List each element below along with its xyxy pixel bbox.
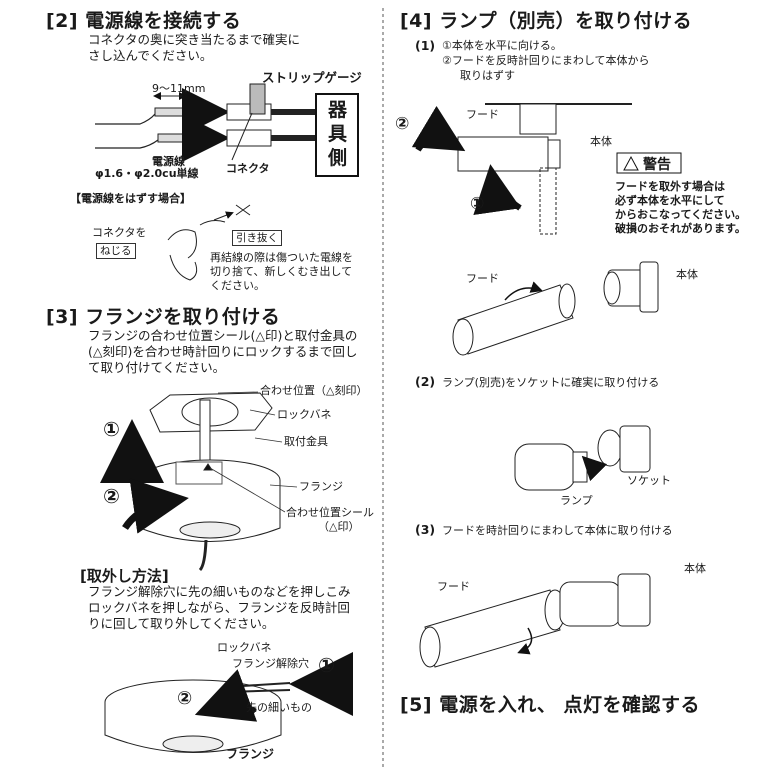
body-label-1: 本体 [590,135,612,148]
flange-label: フランジ [299,480,343,493]
step-1-text-a: ①本体を水平に向ける。 [442,39,562,52]
pull-label: 引き抜く [232,230,282,246]
warning-line-1: フードを取外す場合は [615,180,725,193]
section-3-desc-line-2: (△刻印)を合わせ時計回りにロックするまで回し [88,344,358,359]
hood-label-2: フード [466,272,499,285]
step-2-marker: ② [103,484,120,508]
section-3-title: [3] フランジを取り付ける [46,306,281,328]
flange-drawing [139,392,281,572]
body-label-3: 本体 [684,562,706,575]
twist-label: ねじる [96,243,136,259]
release-hole-label: フランジ解除穴 [232,657,309,670]
section-2-title: [2] 電源線を接続する [46,10,242,32]
arrow-1 [473,164,522,216]
section-3-desc-line-1: フランジの合わせ位置シール(△印)と取付金具の [88,328,358,343]
ccw-arrow [194,669,258,722]
remove-wire-title: 【電源線をはずす場合】 [70,192,191,205]
connector-label: コネクタ [226,162,270,175]
reconnect-note-3: ください。 [210,279,265,292]
remove-connector-label: コネクタを [92,226,147,239]
removal-desc-line-3: りに回して取り外してください。 [88,616,275,631]
turn-arrow [122,478,189,534]
fixture-drawing [457,103,632,235]
step-1-number: (1) [415,38,436,53]
step-1-marker: ① [103,417,120,441]
align-seal-label: 合わせ位置シール [286,506,374,519]
step-3-number: (3) [415,522,436,537]
wire-connector-drawing [95,83,359,177]
lamp-socket-drawing [514,425,651,491]
fixture-step-2-marker: ② [395,114,410,134]
section-4-title: [4] ランプ（別売）を取り付ける [400,10,693,32]
step-2-number: (2) [415,374,436,389]
section-5-title: [5] 電源を入れ、 点灯を確認する [400,694,701,716]
reconnect-note-1: 再結線の際は傷ついた電線を [210,251,353,264]
reconnect-note-2: 切り捨て、新しくむき出して [210,265,353,278]
align-position-label: 合わせ位置（△刻印） [260,384,368,397]
wire-label: 電源線 [152,155,185,168]
device-side-2: 具 [328,123,348,145]
removal-flange-label: フランジ [226,747,275,761]
warning-title: 警告 [643,157,671,173]
removal-lock-spring-label: ロックバネ [217,641,272,654]
fixture-step-1-marker: ① [470,194,485,214]
lamp-label: ランプ [560,494,593,507]
step-1-text-b-2: 取りはずす [460,69,515,82]
align-seal-mark-label: （△印） [318,520,360,533]
warning-line-3: からおこなってください。 [615,208,747,221]
strip-length-label: 9〜11mm [152,82,206,95]
arrow-2 [411,105,466,152]
flange-removal-drawing [104,679,291,753]
section-2-desc-line-1: コネクタの奥に突き当たるまで確実に [88,32,301,47]
removal-method-title: [取外し方法] [80,567,169,585]
bracket-label: 取付金具 [284,435,328,448]
hood-body-drawing-1 [452,261,659,356]
removal-desc-line-1: フランジ解除穴に先の細いものなどを押しこみ [88,584,351,599]
step-2-text: ランプ(別売)をソケットに確実に取り付ける [442,376,660,389]
device-side-3: 側 [328,147,348,169]
wire-spec-label: φ1.6・φ2.0cu単線 [95,167,199,180]
lock-spring-label: ロックバネ [277,408,332,421]
body-label-2: 本体 [676,268,698,281]
removal-desc-line-2: ロックバネを押しながら、フランジを反時計回 [88,600,350,615]
device-side-1: 器 [328,99,348,121]
section-2-desc-line-2: さし込んでください。 [88,48,213,63]
removal-step-2-marker: ② [177,688,193,709]
hood-label-1: フード [466,108,499,121]
remove-wire-drawing [167,204,251,281]
thin-tool-label: 先の細いもの [246,701,312,714]
hood-label-3: フード [437,580,470,593]
removal-step-1-marker: ① [318,653,335,677]
hood-body-drawing-3 [419,573,651,668]
section-3-desc-line-3: て取り付けてください。 [88,360,226,375]
step-3-text: フードを時計回りにまわして本体に取り付ける [442,524,673,537]
warning-line-4: 破損のおそれがあります。 [615,222,746,235]
step-1-text-b-1: ②フードを反時計回りにまわして本体から [442,54,650,67]
strip-gauge-label: ストリップゲージ [262,70,362,85]
socket-label: ソケット [627,474,671,487]
warning-line-2: 必ず本体を水平にして [615,194,725,207]
